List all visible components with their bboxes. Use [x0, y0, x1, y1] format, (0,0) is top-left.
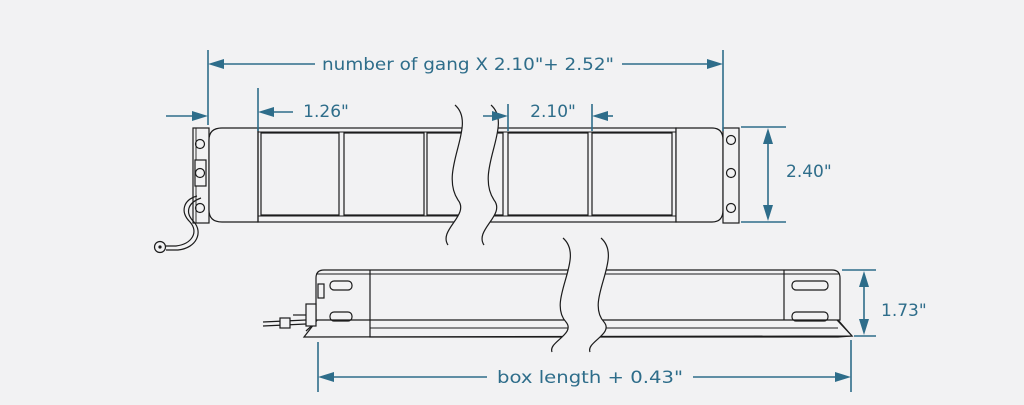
profile-height-label: 1.73" [881, 301, 927, 321]
dim-bottom-length: box length + 0.43" [317, 340, 852, 392]
right-flange [722, 127, 740, 224]
gang-cell [507, 132, 589, 216]
left-flange [192, 127, 210, 224]
overall-width-label: number of gang X 2.10"+ 2.52" [322, 55, 614, 75]
dim-end-offset: 1.26" [166, 88, 349, 131]
left-end-cap [208, 127, 259, 223]
dim-box-height: 2.40" [741, 126, 832, 223]
break-gap-top [446, 105, 499, 245]
dim-overall-width: number of gang X 2.10"+ 2.52" [207, 50, 724, 131]
gang-cell [591, 132, 673, 216]
gang-pitch-label: 2.10" [530, 102, 576, 122]
gang-cell [260, 132, 340, 216]
dim-gang-pitch: 2.10" [483, 102, 613, 131]
top-view [153, 104, 740, 254]
break-gap-side [551, 238, 609, 352]
bottom-length-label: box length + 0.43" [497, 368, 683, 388]
lead-wires [262, 314, 307, 329]
dim-profile-height: 1.73" [842, 269, 927, 337]
gang-cell [343, 132, 425, 216]
end-offset-label: 1.26" [303, 102, 349, 122]
side-view [262, 237, 854, 353]
ground-lead [153, 195, 202, 254]
right-end-cap [675, 127, 724, 223]
box-height-label: 2.40" [786, 162, 832, 182]
